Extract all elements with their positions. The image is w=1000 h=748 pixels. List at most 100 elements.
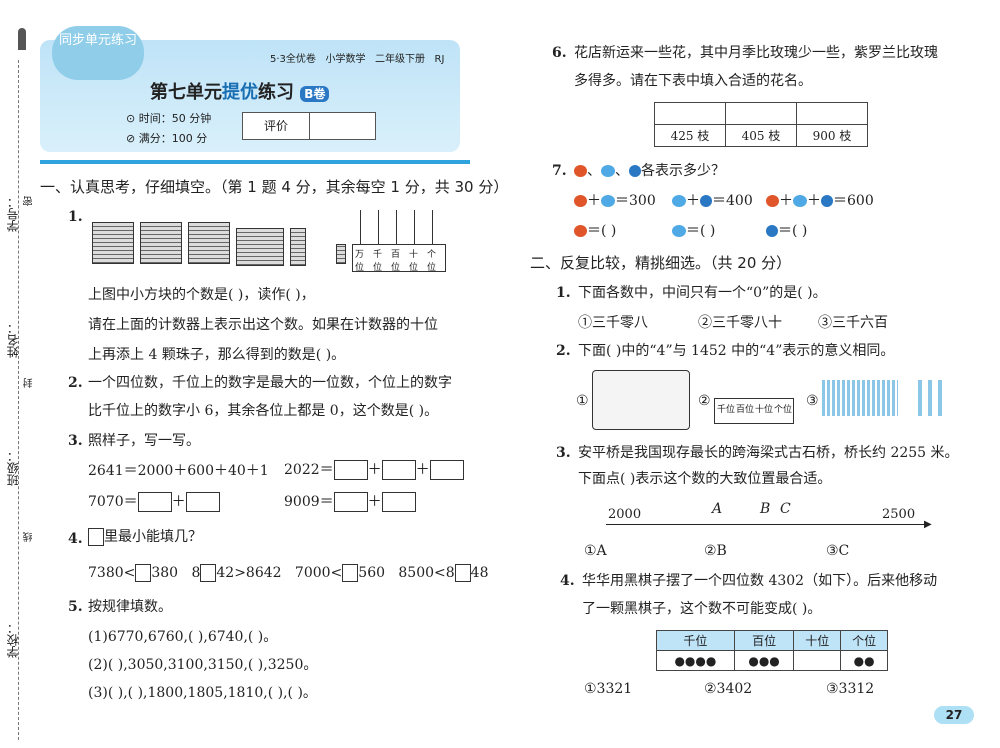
answer-box[interactable] [200, 564, 217, 582]
r2-counter: 千位 百位 十位 个位 [714, 398, 794, 424]
rod-3 [396, 210, 397, 244]
answer-box[interactable] [137, 492, 172, 512]
r2-number: 2. [556, 343, 571, 359]
answer-box[interactable] [381, 460, 416, 480]
q2-line-1: 一个四位数，千位上的数字是最大的一位数，个位上的数字 [88, 375, 452, 391]
q7-eq-2: ＋＝400 [672, 192, 753, 210]
tick-2500: 2500 [882, 507, 916, 522]
answer-box[interactable] [381, 492, 416, 512]
q4-title: 里最小能填几？ [88, 528, 202, 546]
margin-mark-mi: 密 [24, 196, 35, 206]
clock-icon: ⊙ [126, 112, 139, 125]
apple-icon [574, 165, 587, 177]
q7-eq-1: ＋＝300 [574, 192, 656, 210]
rod-4 [414, 210, 415, 244]
r3-line-1: 安平桥是我国现存最长的跨海梁式古石桥，桥长约 2255 米。 [578, 445, 959, 461]
q1-line-2: 请在上面的计数器上表示出这个数。如果在计数器的十位 [88, 317, 438, 333]
flower-cell[interactable] [654, 102, 726, 125]
q5-line-3: (3)( ),( ),1800,1805,1810,( ),( )。 [88, 685, 317, 701]
r4-number: 4. [560, 573, 575, 589]
q3-c: 9009＝＋ [284, 492, 416, 512]
q5-line-1: (1)6770,6760,( ),6740,( )。 [88, 629, 278, 645]
q7-ans-1: ＝( ) [574, 222, 616, 240]
r4-option-1[interactable]: ①3321 [584, 681, 633, 697]
q3-a: 2022＝＋＋ [284, 460, 464, 480]
answer-box[interactable] [135, 564, 152, 582]
r1-option-2[interactable]: ②三千零八十 [698, 315, 782, 331]
q6-line-1: 花店新运来一些花，其中月季比玫瑰少一些，紫罗兰比玫瑰 [574, 45, 938, 61]
answer-box[interactable] [333, 492, 368, 512]
margin-mark-feng: 封 [24, 378, 35, 388]
peach-icon [601, 165, 615, 177]
r4-line-2: 了一颗黑棋子，这个数不可能变成( )。 [582, 601, 822, 617]
r1-question: 下面各数中，中间只有一个“0”的是( )。 [578, 285, 827, 301]
r1-option-3[interactable]: ③三千六百 [818, 315, 888, 331]
r1-option-1[interactable]: ①三千零八 [578, 315, 648, 331]
q2-number: 2. [68, 375, 83, 391]
q7-eq-3: ＋＋＝600 [766, 192, 874, 210]
plum-icon [629, 165, 641, 177]
hundred-flats [236, 228, 284, 266]
q3-b: 7070＝＋ [88, 492, 220, 512]
page-title: 第七单元提优练习 B卷 [150, 78, 330, 104]
abacus-counter[interactable]: 万位 千位 百位 十位 个位 [352, 244, 446, 273]
book-info: 5·3全优卷 小学数学 二年级下册 RJ [270, 54, 445, 65]
number-line-arrow-icon: ▶ [924, 519, 932, 530]
q6-number: 6. [552, 45, 567, 61]
square-icon [88, 528, 104, 546]
r3-option-3[interactable]: ③C [826, 543, 850, 559]
thousand-cube-2 [140, 222, 182, 264]
q6-line-2: 多得多。请在下表中填入合适的花名。 [574, 73, 812, 89]
r4-line-1: 华华用黑棋子摆了一个四位数 4302（如下）。后来他移动 [582, 573, 938, 589]
r3-option-2[interactable]: ②B [704, 543, 727, 559]
unit-badge: 同步单元练习 [52, 26, 144, 80]
place-value-table: 千位百位十位个位 ●●●●●●●●● [656, 630, 888, 671]
answer-box[interactable] [342, 564, 359, 582]
rod-1 [360, 210, 361, 244]
point-a: A [712, 501, 723, 517]
flower-cell[interactable] [796, 102, 868, 125]
r2-option-2[interactable]: ② [698, 393, 711, 409]
q1-line-3: 上再添上 4 颗珠子，那么得到的数是( )。 [88, 347, 346, 363]
q7-number: 7. [552, 163, 567, 179]
q4-number: 4. [68, 531, 83, 547]
answer-box[interactable] [454, 564, 471, 582]
answer-box[interactable] [429, 460, 464, 480]
r4-option-3[interactable]: ③3312 [826, 681, 875, 697]
q3-title: 照样子，写一写。 [88, 433, 200, 449]
answer-box[interactable] [185, 492, 220, 512]
q5-title: 按规律填数。 [88, 599, 172, 615]
check-icon: ⊘ [126, 132, 139, 145]
thousand-cube-3 [188, 222, 230, 264]
abacus-picture [592, 370, 690, 430]
unit-cubes [336, 244, 346, 264]
answer-box[interactable] [333, 460, 368, 480]
evaluation-box: 评价 [242, 112, 376, 140]
tens-rods [290, 228, 306, 266]
r1-number: 1. [556, 285, 571, 301]
title-tag: B卷 [300, 86, 330, 102]
page-number: 27 [934, 706, 974, 724]
exam-time: ⊙ 时间：50 分钟 [126, 112, 212, 125]
margin-label-class: 班级： [6, 450, 20, 486]
flower-cell[interactable] [725, 102, 797, 125]
r2-option-3[interactable]: ③ [806, 393, 819, 409]
q5-number: 5. [68, 599, 83, 615]
q1-line-1: 上图中小方块的个数是( )，读作( )， [88, 287, 315, 303]
margin-label-name: 姓名： [6, 322, 20, 358]
r2-option-1[interactable]: ① [576, 393, 589, 409]
loose-sticks [918, 380, 948, 416]
r3-option-1[interactable]: ①A [584, 543, 607, 559]
r3-line-2: 下面点( )表示这个数的大致位置最合适。 [578, 471, 832, 487]
stick-bundles [822, 380, 898, 416]
q5-line-2: (2)( ),3050,3100,3150,( ),3250。 [88, 657, 318, 673]
tick-2000: 2000 [608, 507, 642, 522]
r4-option-2[interactable]: ②3402 [704, 681, 753, 697]
section-1-title: 一、认真思考，仔细填空。（第 1 题 4 分，其余每空 1 分，共 30 分） [40, 178, 509, 196]
point-b: B [760, 501, 771, 517]
margin-mark-xian: 线 [24, 532, 35, 542]
number-line [606, 524, 930, 525]
margin-label-id: 学号： [6, 196, 20, 232]
